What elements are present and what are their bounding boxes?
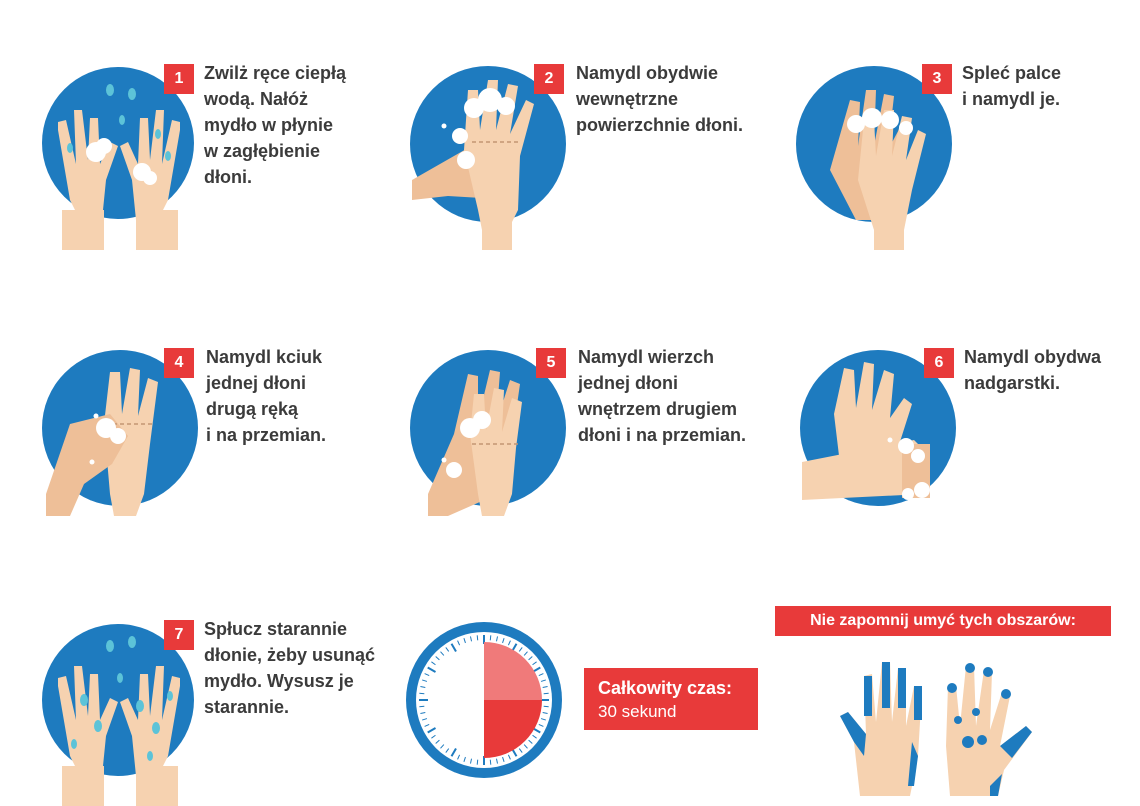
missed-areas-hands-illustration bbox=[840, 662, 1032, 796]
step-instruction: Spłucz starannie dłonie, żeby usunąć myd… bbox=[204, 619, 376, 717]
clock-tick bbox=[489, 759, 492, 765]
clock-tick bbox=[435, 656, 440, 661]
clock-tick bbox=[540, 718, 546, 721]
clock-tick bbox=[422, 718, 428, 721]
timer-half-dark bbox=[484, 700, 542, 758]
clock-tick bbox=[463, 638, 466, 644]
clock-tick bbox=[469, 636, 473, 642]
clock-tick bbox=[445, 647, 450, 652]
step-6: 6 Namydl obydwa nadgarstki. bbox=[794, 344, 1140, 534]
thumb-lathering-illustration bbox=[42, 350, 198, 516]
clock-tick bbox=[518, 748, 523, 753]
clock-tick bbox=[528, 739, 533, 744]
clock-tick bbox=[538, 723, 544, 727]
clock-tick bbox=[502, 756, 505, 762]
step-number-badge: 7 bbox=[164, 620, 194, 650]
clock-tick bbox=[543, 692, 549, 695]
step-number-badge: 3 bbox=[922, 64, 952, 94]
clock-tick bbox=[476, 635, 479, 641]
clock-tick bbox=[532, 734, 537, 739]
clock-tick bbox=[422, 679, 428, 682]
clock-tick bbox=[489, 635, 492, 641]
interlaced-fingers-illustration bbox=[796, 66, 952, 250]
clock-tick bbox=[495, 636, 499, 642]
step-instruction: Namydl wierzch jednej dłoni wnętrzem dru… bbox=[578, 347, 747, 445]
clock-tick bbox=[538, 673, 544, 677]
clock-tick bbox=[427, 666, 437, 673]
step-number-badge: 4 bbox=[164, 348, 194, 378]
clock-tick bbox=[523, 651, 528, 656]
clock-tick bbox=[528, 656, 533, 661]
clock-tick bbox=[431, 734, 436, 739]
clock-tick bbox=[507, 640, 511, 646]
total-time-label: Całkowity czas: bbox=[598, 678, 733, 698]
clock-tick bbox=[440, 651, 445, 656]
step-1: 1 Zwilż ręce ciepłą wodą. Nałóż mydło w … bbox=[40, 60, 400, 250]
clock-tick bbox=[469, 758, 473, 764]
step-instruction: Namydl kciuk jednej dłoni drugą ręką i n… bbox=[206, 347, 327, 445]
clock-tick bbox=[532, 661, 537, 666]
clock-tick bbox=[427, 727, 437, 734]
clock-tick bbox=[457, 754, 461, 760]
clock-tick bbox=[457, 640, 461, 646]
step-instruction: Spleć palce i namydl je. bbox=[962, 63, 1062, 109]
clock-tick bbox=[518, 647, 523, 652]
clock-tick bbox=[424, 723, 430, 727]
wrists-lathering-illustration bbox=[800, 350, 956, 506]
palms-lathering-illustration bbox=[410, 66, 566, 250]
clock-tick bbox=[435, 739, 440, 744]
clock-tick bbox=[440, 744, 445, 749]
step-number-badge: 6 bbox=[924, 348, 954, 378]
timer-half-light bbox=[484, 642, 542, 700]
clock-tick bbox=[419, 692, 425, 695]
clock-tick bbox=[507, 754, 511, 760]
step-number-badge: 5 bbox=[536, 348, 566, 378]
step-2: 2 Namydl obydwie wewnętrzne powierzchnie… bbox=[408, 60, 768, 250]
step-7: 7 Spłucz starannie dłonie, żeby usunąć m… bbox=[40, 616, 400, 806]
clock-tick bbox=[463, 756, 466, 762]
wet-hands-illustration bbox=[42, 67, 194, 250]
clock-tick bbox=[495, 758, 499, 764]
back-of-hand-illustration bbox=[410, 350, 566, 516]
clock-tick bbox=[420, 711, 426, 715]
step-3: 3 Spleć palce i namydl je. bbox=[794, 60, 1140, 250]
total-time-box: Całkowity czas: 30 sekund bbox=[584, 668, 758, 730]
clock-tick bbox=[424, 673, 430, 677]
clock-tick bbox=[523, 744, 528, 749]
clock-tick bbox=[543, 705, 549, 708]
clock-tick bbox=[445, 748, 450, 753]
step-4: 4 Namydl kciuk jednej dłoni drugą ręką i… bbox=[40, 344, 400, 534]
clock-tick bbox=[502, 638, 505, 644]
step-instruction: Namydl obydwie wewnętrzne powierzchnie d… bbox=[576, 63, 744, 135]
clock-tick bbox=[476, 759, 479, 765]
total-time-value: 30 sekund bbox=[598, 702, 677, 721]
clock-tick bbox=[542, 711, 548, 715]
clock-tick bbox=[450, 643, 457, 653]
rinsing-hands-illustration bbox=[42, 624, 194, 806]
clock-tick bbox=[450, 747, 457, 757]
step-number-badge: 1 bbox=[164, 64, 194, 94]
step-instruction: Namydl obydwa nadgarstki. bbox=[964, 347, 1102, 393]
clock-tick bbox=[420, 685, 426, 689]
step-instruction: Zwilż ręce ciepłą wodą. Nałóż mydło w pł… bbox=[204, 63, 347, 187]
step-number-badge: 2 bbox=[534, 64, 564, 94]
timer-clock-icon bbox=[406, 622, 562, 778]
clock-tick bbox=[419, 705, 425, 708]
clock-tick bbox=[542, 685, 548, 689]
step-5: 5 Namydl wierzch jednej dłoni wnętrzem d… bbox=[408, 344, 768, 534]
clock-tick bbox=[431, 661, 436, 666]
clock-tick bbox=[540, 679, 546, 682]
reminder-banner: Nie zapomnij umyć tych obszarów: bbox=[775, 606, 1111, 636]
